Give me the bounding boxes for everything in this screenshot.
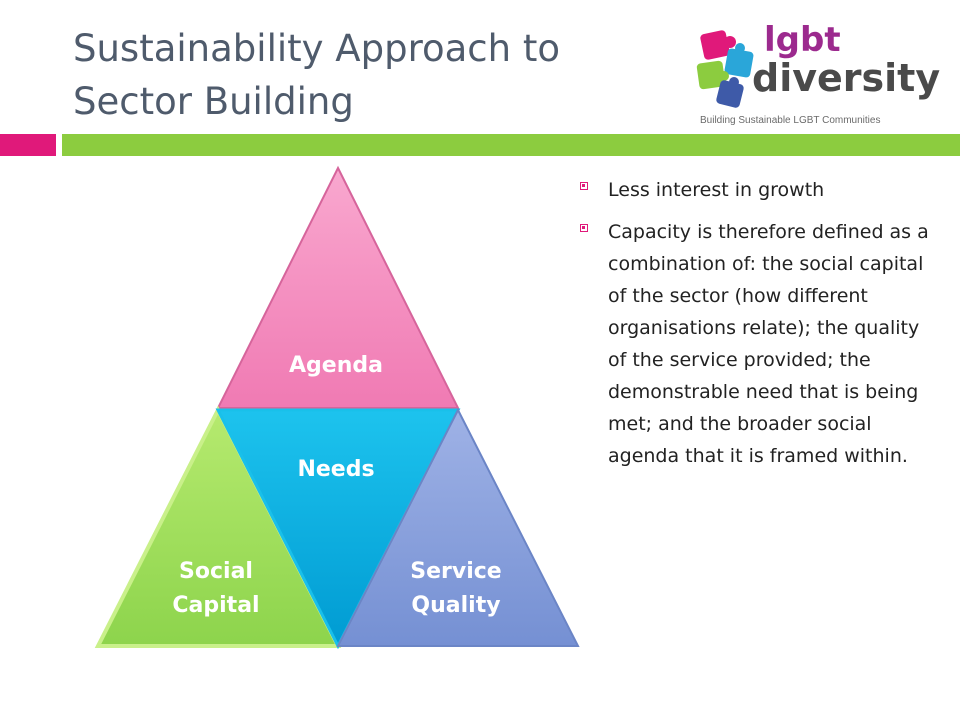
social-capital-label-line1: Social <box>179 559 253 584</box>
accent-bar-green <box>62 134 960 156</box>
square-bullet-icon <box>580 182 588 190</box>
slide-title: Sustainability Approach to Sector Buildi… <box>73 27 560 123</box>
service-quality-triangle <box>336 407 580 647</box>
bullet-item: Capacity is therefore defined as a combi… <box>578 216 938 472</box>
logo-tagline: Building Sustainable LGBT Communities <box>700 115 881 126</box>
square-bullet-icon <box>580 224 588 232</box>
bullet-list: Less interest in growth Capacity is ther… <box>578 174 938 482</box>
service-quality-label-line2: Quality <box>411 593 500 618</box>
puzzle-pieces-icon <box>696 30 754 108</box>
agenda-label: Agenda <box>289 353 383 378</box>
bullet-text: Less interest in growth <box>608 179 825 201</box>
lgbt-diversity-logo <box>690 24 930 134</box>
social-capital-label-line2: Capital <box>172 593 259 618</box>
logo-text-lgbt: lgbt <box>764 20 841 60</box>
service-quality-label-line1: Service <box>410 559 501 584</box>
bullet-text: Capacity is therefore defined as a combi… <box>608 221 929 467</box>
agenda-triangle <box>216 165 460 409</box>
sustainability-triangle-diagram: Agenda Needs Social Capital Service Qual… <box>94 165 580 650</box>
logo-text-diversity: diversity <box>752 56 941 100</box>
bullet-item: Less interest in growth <box>578 174 938 206</box>
accent-bar-pink <box>0 134 56 156</box>
needs-label: Needs <box>297 457 374 482</box>
